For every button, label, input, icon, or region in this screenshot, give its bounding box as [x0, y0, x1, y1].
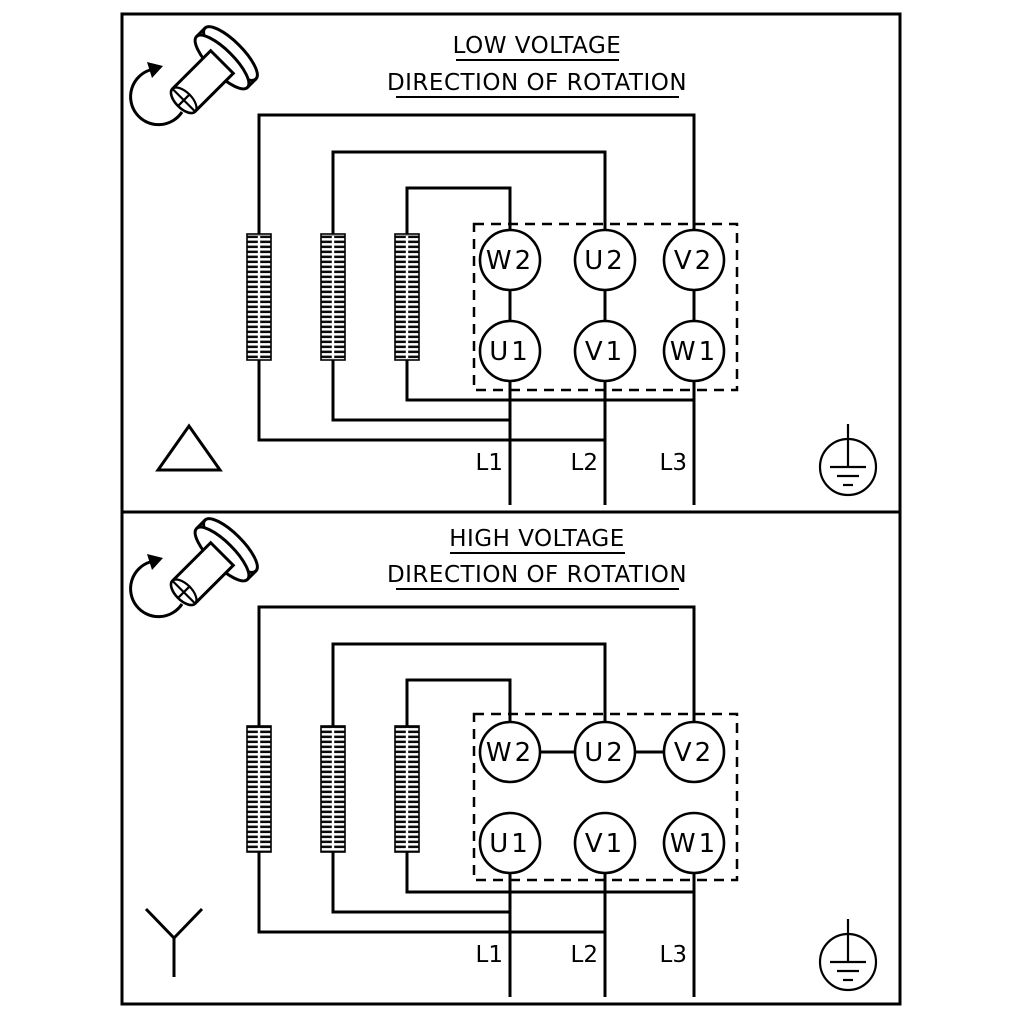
terminal-circle [662, 319, 726, 383]
earth-ground-icon [818, 919, 878, 992]
terminal-circle [478, 720, 542, 784]
terminal-circle [573, 811, 637, 875]
rotation-arrowhead [147, 554, 163, 570]
terminal-box [472, 222, 739, 392]
rotating-shaft-icon [129, 517, 259, 619]
line-label-l3: L3 [660, 450, 687, 476]
wire-u2-to-coil2 [331, 150, 607, 234]
panel-subtitle: DIRECTION OF ROTATION [387, 70, 687, 96]
wire-u2-to-coil2 [331, 642, 607, 726]
high-voltage-panel: HIGH VOLTAGE DIRECTION OF ROTATION [129, 517, 878, 997]
winding-coil-3 [394, 233, 420, 361]
terminal-circle [478, 319, 542, 383]
panel-title: HIGH VOLTAGE [449, 526, 625, 552]
terminal-w1: W1 [662, 319, 726, 383]
terminal-label: V2 [674, 738, 714, 768]
terminal-label: W2 [486, 738, 534, 768]
terminal-u1: U1 [478, 811, 542, 875]
terminals: W2 U2 V2 U1 V1 W1 [478, 720, 726, 875]
terminal-u1: U1 [478, 319, 542, 383]
line-label-l1: L1 [476, 450, 503, 476]
winding-coil-1 [246, 725, 272, 853]
terminal-w2: W2 [478, 228, 542, 292]
terminal-circle [573, 228, 637, 292]
rotation-arrow [129, 560, 184, 619]
terminal-label: V1 [585, 337, 625, 367]
terminal-w2: W2 [478, 720, 542, 784]
terminal-circle [478, 811, 542, 875]
panel-title: LOW VOLTAGE [453, 33, 622, 59]
terminal-label: U2 [584, 738, 626, 768]
terminal-circle [662, 228, 726, 292]
terminal-circle [573, 720, 637, 784]
terminal-circle [662, 720, 726, 784]
terminal-label: V1 [585, 829, 625, 859]
wiring [257, 113, 696, 505]
winding-coils [246, 233, 420, 361]
terminal-v2: V2 [662, 720, 726, 784]
shaft-assembly [169, 517, 259, 607]
wire-w2-to-coil3 [405, 678, 512, 726]
wire-coil3-to-w1 [405, 360, 694, 402]
terminal-circle [662, 811, 726, 875]
terminal-label: W1 [670, 337, 718, 367]
line-label-l1: L1 [476, 942, 503, 968]
shaft-assembly [169, 25, 259, 115]
rotating-shaft-icon [129, 25, 259, 127]
wire-w2-to-coil3 [405, 186, 512, 234]
terminal-label: U2 [584, 246, 626, 276]
terminal-v1: V1 [573, 319, 637, 383]
earth-ground-icon [818, 424, 878, 497]
terminal-v1: V1 [573, 811, 637, 875]
terminal-w1: W1 [662, 811, 726, 875]
wiring [257, 605, 696, 997]
star-connection-icon [144, 907, 204, 977]
wire-coil2-to-u1 [331, 360, 510, 422]
rotation-arrow [129, 68, 184, 127]
winding-coil-2 [320, 233, 346, 361]
terminal-label: U1 [489, 337, 531, 367]
rotation-arrowhead [147, 62, 163, 78]
shaft-end-cross [171, 580, 196, 605]
panel-subtitle: DIRECTION OF ROTATION [387, 562, 687, 588]
wire-v2-to-coil1 [257, 605, 696, 726]
terminal-label: W2 [486, 246, 534, 276]
terminals: W2 U2 V2 U1 V1 W1 [478, 228, 726, 383]
shaft-end-cross [171, 88, 196, 113]
terminal-circle [478, 228, 542, 292]
line-label-l3: L3 [660, 942, 687, 968]
line-label-l2: L2 [571, 942, 598, 968]
wire-coil1-to-v1 [257, 852, 605, 934]
winding-coil-3 [394, 725, 420, 853]
wire-coil2-to-u1 [331, 852, 510, 914]
wire-v2-to-coil1 [257, 113, 696, 234]
terminal-u2: U2 [573, 720, 637, 784]
low-voltage-panel: LOW VOLTAGE DIRECTION OF ROTATION [129, 25, 878, 505]
terminal-label: V2 [674, 246, 714, 276]
winding-coil-1 [246, 233, 272, 361]
terminal-circle [573, 319, 637, 383]
terminal-label: W1 [670, 829, 718, 859]
delta-connection-icon [155, 423, 223, 472]
winding-coil-2 [320, 725, 346, 853]
terminal-box [472, 712, 739, 882]
terminal-v2: V2 [662, 228, 726, 292]
line-label-l2: L2 [571, 450, 598, 476]
winding-coils [246, 725, 420, 853]
terminal-label: U1 [489, 829, 531, 859]
terminal-u2: U2 [573, 228, 637, 292]
wire-coil1-to-v1 [257, 360, 605, 442]
high-voltage-panel-border [120, 510, 902, 1006]
wire-coil3-to-w1 [405, 852, 694, 894]
